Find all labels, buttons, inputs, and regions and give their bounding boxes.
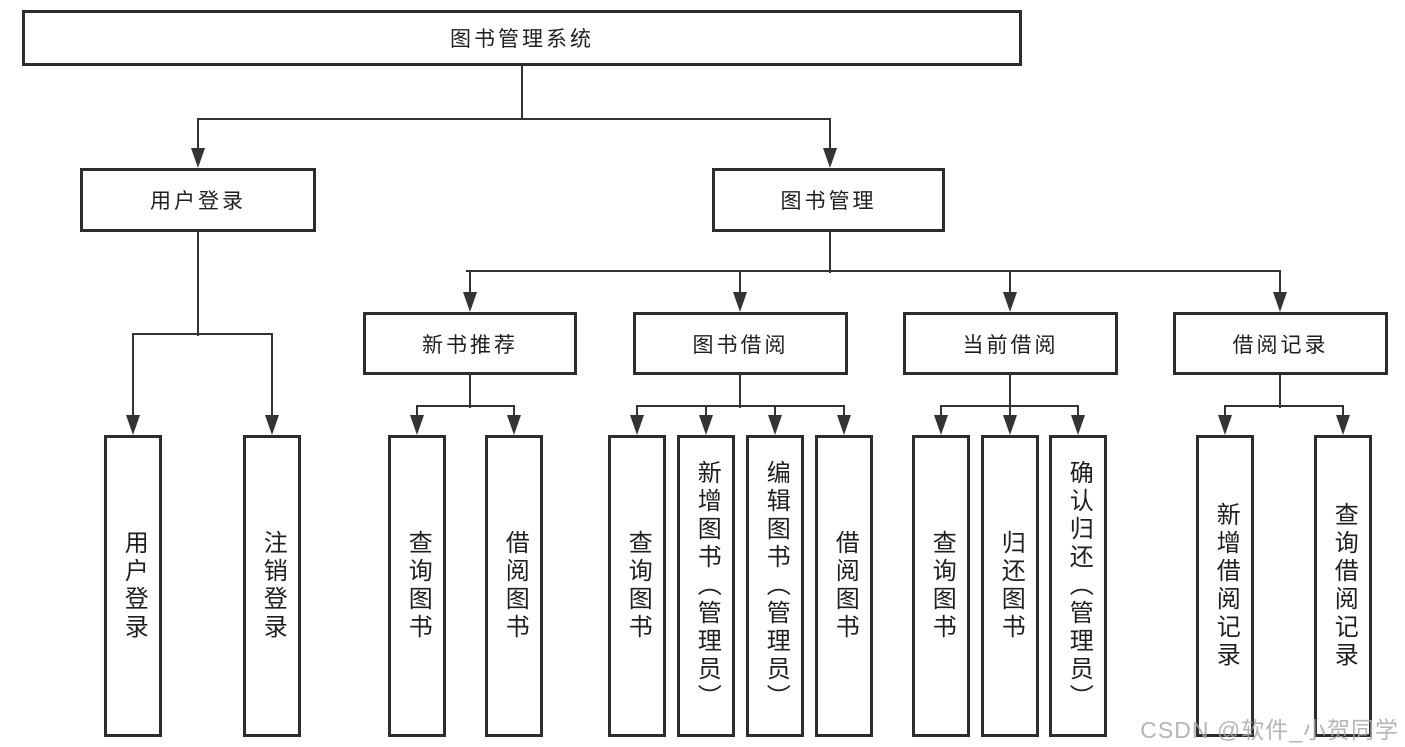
arrow-down-icon: [410, 415, 424, 435]
connector-horizontal-line: [1224, 405, 1344, 407]
node-new-book-recommend: 新书推荐: [363, 312, 577, 375]
arrow-down-icon: [1218, 415, 1232, 435]
connector-vertical-line: [197, 232, 199, 336]
leaf-label: 编辑图书（管理员）: [762, 460, 790, 712]
leaf-cb-return-books: 归还图书: [981, 435, 1039, 737]
connector-vertical-line: [1009, 406, 1011, 417]
connector-vertical-line: [940, 406, 942, 417]
arrow-down-icon: [1003, 292, 1017, 312]
arrow-down-icon: [126, 415, 140, 435]
connector-horizontal-line: [132, 333, 273, 335]
connector-vertical-line: [829, 232, 831, 273]
connector-vertical-line: [739, 375, 741, 408]
leaf-cb-confirm-return-admin: 确认归还（管理员）: [1049, 435, 1107, 737]
arrow-down-icon: [1273, 292, 1287, 312]
connector-vertical-line: [1279, 375, 1281, 408]
connector-vertical-line: [829, 119, 831, 150]
csdn-watermark: CSDN @软件_小贺同学: [1140, 717, 1399, 743]
arrow-down-icon: [699, 415, 713, 435]
arrow-down-icon: [463, 292, 477, 312]
connector-vertical-line: [469, 375, 471, 408]
node-user-login: 用户登录: [80, 168, 316, 232]
connector-vertical-line: [513, 406, 515, 417]
leaf-label: 新增借阅记录: [1212, 502, 1240, 670]
leaf-label: 确认归还（管理员）: [1065, 460, 1093, 712]
node-borrowing-records: 借阅记录: [1173, 312, 1388, 375]
leaf-bb-query-books: 查询图书: [608, 435, 666, 737]
leaf-label: 查询图书: [404, 530, 432, 642]
leaf-bb-borrow-books: 借阅图书: [815, 435, 873, 737]
node-current-borrowing: 当前借阅: [903, 312, 1118, 375]
node-library-management-system: 图书管理系统: [22, 10, 1022, 66]
connector-vertical-line: [1279, 271, 1281, 294]
connector-vertical-line: [1342, 406, 1344, 417]
leaf-nbr-query-books: 查询图书: [388, 435, 446, 737]
leaf-label: 查询借阅记录: [1330, 502, 1358, 670]
connector-horizontal-line: [636, 405, 845, 407]
connector-horizontal-line: [940, 405, 1079, 407]
leaf-label: 查询图书: [928, 530, 956, 642]
node-label: 用户登录: [150, 190, 246, 213]
node-book-management: 图书管理: [712, 168, 945, 232]
leaf-cb-query-books: 查询图书: [912, 435, 970, 737]
arrow-down-icon: [265, 415, 279, 435]
connector-vertical-line: [1077, 406, 1079, 417]
arrow-down-icon: [191, 148, 205, 168]
arrow-down-icon: [837, 415, 851, 435]
node-label: 借阅记录: [1232, 333, 1329, 357]
leaf-label: 归还图书: [997, 530, 1025, 642]
leaf-logout: 注销登录: [243, 435, 301, 737]
connector-vertical-line: [1009, 375, 1011, 408]
connector-vertical-line: [521, 66, 523, 119]
leaf-label: 查询图书: [624, 530, 652, 642]
leaf-label: 借阅图书: [501, 530, 529, 642]
node-label: 新书推荐: [422, 333, 518, 357]
leaf-label: 借阅图书: [831, 530, 859, 642]
connector-vertical-line: [843, 406, 845, 417]
node-label: 当前借阅: [962, 333, 1059, 357]
arrow-down-icon: [934, 415, 948, 435]
connector-vertical-line: [416, 406, 418, 417]
connector-vertical-line: [469, 271, 471, 294]
connector-vertical-line: [1009, 271, 1011, 294]
node-label: 图书借阅: [692, 333, 789, 357]
connector-horizontal-line: [466, 270, 1281, 272]
connector-vertical-line: [271, 334, 273, 417]
arrow-down-icon: [768, 415, 782, 435]
node-book-borrowing: 图书借阅: [633, 312, 848, 375]
arrow-down-icon: [823, 148, 837, 168]
leaf-bb-edit-book-admin: 编辑图书（管理员）: [746, 435, 804, 737]
arrow-down-icon: [1336, 415, 1350, 435]
connector-vertical-line: [132, 334, 134, 417]
node-label: 图书管理系统: [450, 28, 594, 51]
leaf-br-add-borrow-record: 新增借阅记录: [1196, 435, 1254, 737]
arrow-down-icon: [1071, 415, 1085, 435]
leaf-bb-add-book-admin: 新增图书（管理员）: [677, 435, 735, 737]
connector-vertical-line: [636, 406, 638, 417]
arrow-down-icon: [507, 415, 521, 435]
connector-vertical-line: [705, 406, 707, 417]
leaf-label: 用户登录: [120, 530, 148, 642]
arrow-down-icon: [733, 292, 747, 312]
leaf-br-query-borrow-record: 查询借阅记录: [1314, 435, 1372, 737]
arrow-down-icon: [630, 415, 644, 435]
connector-vertical-line: [739, 271, 741, 294]
leaf-nbr-borrow-books: 借阅图书: [485, 435, 543, 737]
connector-horizontal-line: [416, 405, 515, 407]
arrow-down-icon: [1003, 415, 1017, 435]
connector-vertical-line: [197, 119, 199, 150]
leaf-user-login: 用户登录: [104, 435, 162, 737]
connector-horizontal-line: [197, 118, 831, 120]
leaf-label: 注销登录: [259, 530, 287, 642]
leaf-label: 新增图书（管理员）: [693, 460, 721, 712]
connector-vertical-line: [774, 406, 776, 417]
node-label: 图书管理: [780, 190, 877, 213]
connector-vertical-line: [1224, 406, 1226, 417]
